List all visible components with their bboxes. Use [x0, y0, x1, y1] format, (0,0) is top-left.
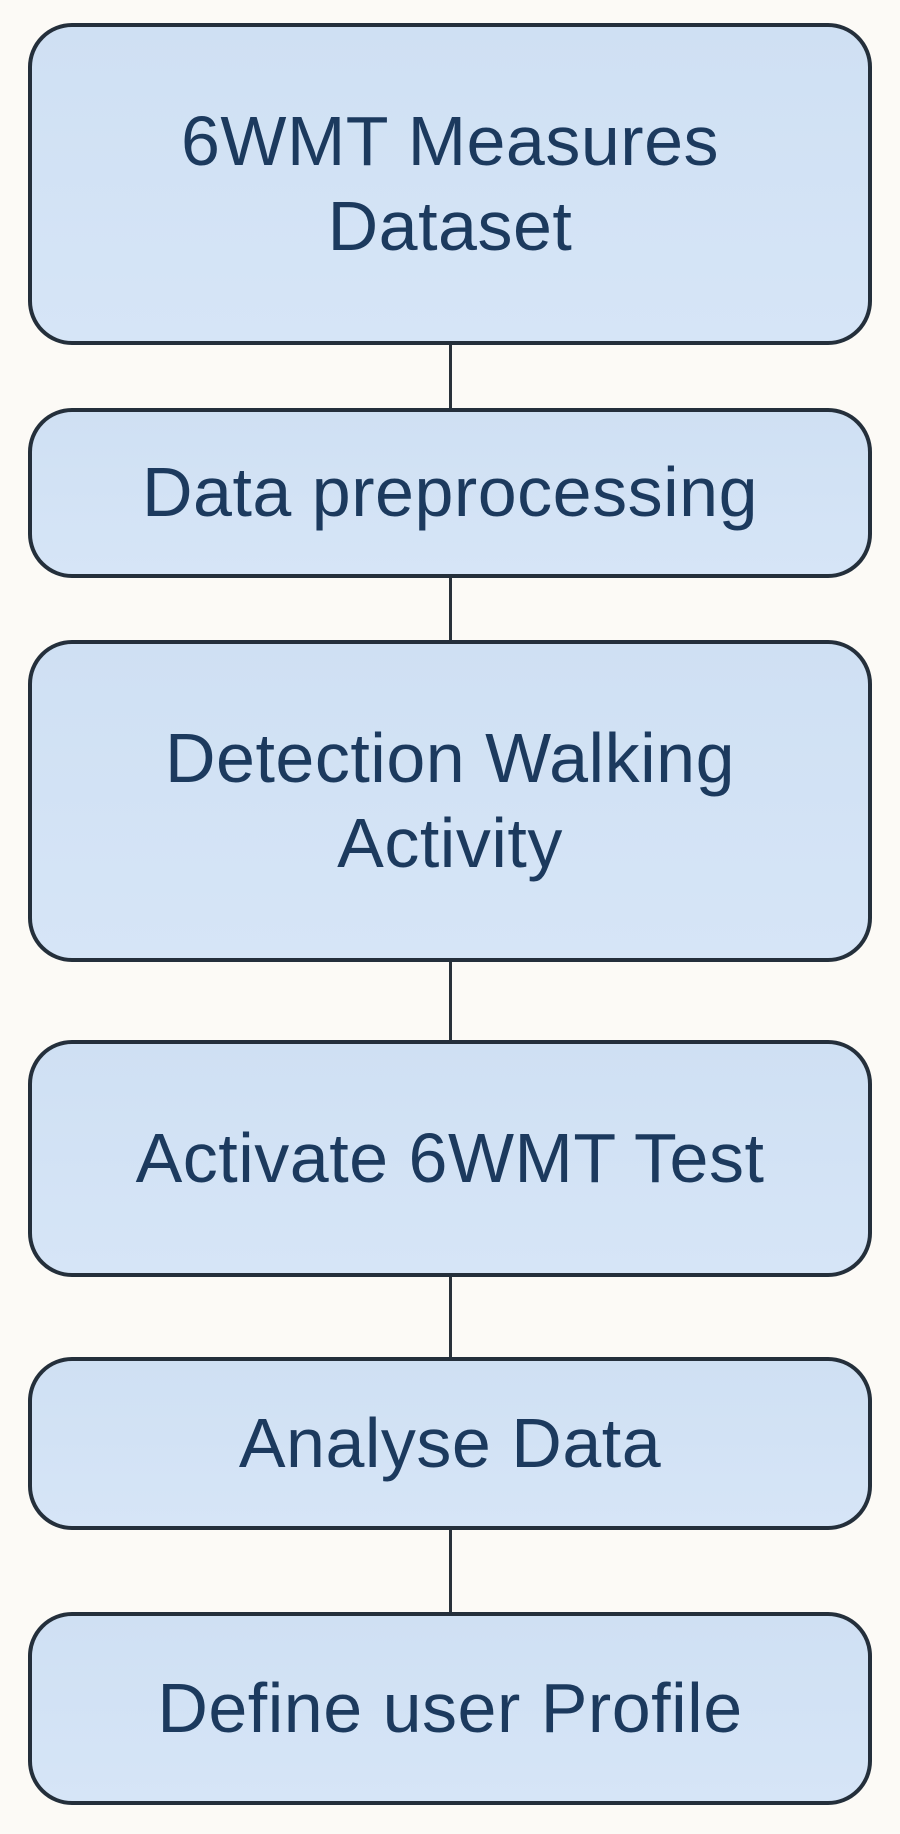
node-label: 6WMT Measures Dataset: [180, 101, 720, 265]
node-label: Detection Walking Activity: [164, 718, 736, 882]
node-data-preprocessing: Data preprocessing: [28, 408, 872, 578]
node-label: Analyse Data: [238, 1403, 662, 1482]
node-label: Activate 6WMT Test: [135, 1118, 765, 1197]
node-analyse-data: Analyse Data: [28, 1357, 872, 1530]
node-6wmt-measures-dataset: 6WMT Measures Dataset: [28, 23, 872, 345]
node-label: Define user Profile: [157, 1668, 743, 1747]
node-label: Data preprocessing: [142, 453, 758, 532]
node-detection-walking-activity: Detection Walking Activity: [28, 640, 872, 962]
node-define-user-profile: Define user Profile: [28, 1612, 872, 1805]
node-activate-6wmt-test: Activate 6WMT Test: [28, 1040, 872, 1277]
